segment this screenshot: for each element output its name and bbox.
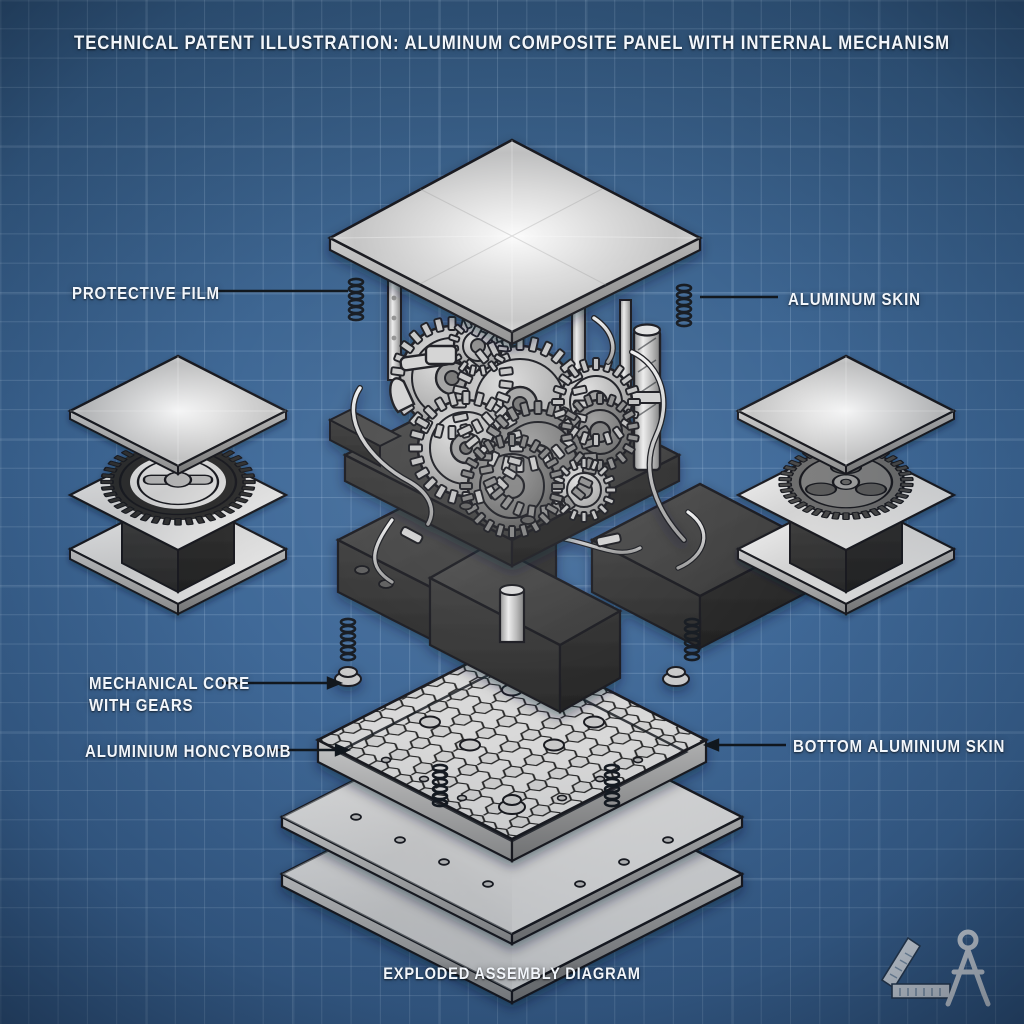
footer-caption: EXPLODED ASSEMBLY DIAGRAM <box>383 964 641 983</box>
label-aluminum-skin: ALUMINUM SKIN <box>788 289 921 309</box>
page-title: TECHNICAL PATENT ILLUSTRATION: ALUMINUM … <box>74 32 950 54</box>
label-bottom-skin: BOTTOM ALUMINIUM SKIN <box>793 736 1006 756</box>
label-honeycomb: ALUMINIUM HONCYBOMB <box>85 741 292 761</box>
label-mechanical-core: MECHANICAL CORE WITH GEARS <box>89 673 250 715</box>
label-protective-film: PROTECTIVE FILM <box>72 283 220 303</box>
